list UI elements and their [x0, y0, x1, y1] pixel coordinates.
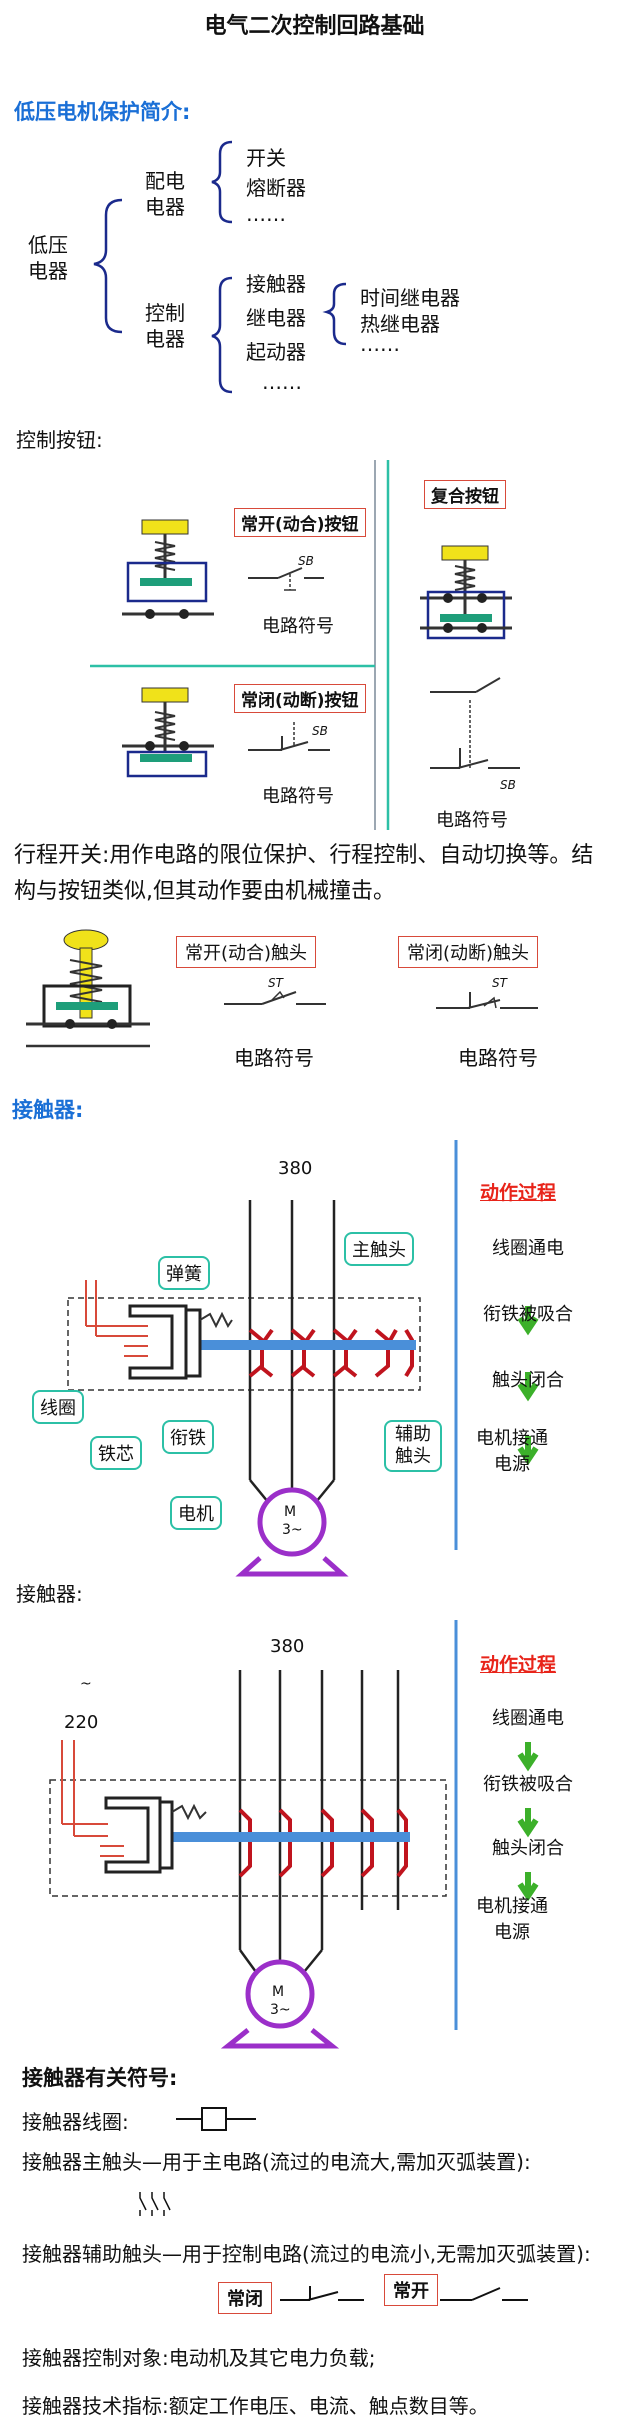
- process-title-1: 动作过程: [480, 1182, 557, 1204]
- motor-m-1: M: [284, 1504, 297, 1520]
- sb-label-no: SB: [298, 554, 314, 568]
- limit-no-label: 常开(动合)触头: [176, 936, 317, 968]
- callout-main-contact: 主触头: [344, 1232, 414, 1266]
- control-object-text: 接触器控制对象:电动机及其它电力负载;: [22, 2346, 376, 2370]
- limit-nc-caption: 电路符号: [458, 1046, 538, 1070]
- process-step-2-2: 衔铁被吸合: [483, 1774, 573, 1795]
- tree-item-switch: 开关: [246, 146, 286, 170]
- symbols-heading: 接触器有关符号:: [22, 2066, 178, 2090]
- specs-text: 接触器技术指标:额定工作电压、电流、触点数目等。: [22, 2394, 489, 2418]
- coil-symbol-text: 接触器线圈:: [22, 2110, 129, 2134]
- combo-symbol-caption: 电路符号: [436, 810, 508, 831]
- process-step-1-1: 线圈通电: [492, 1238, 564, 1259]
- tree-item-more: ……: [246, 202, 286, 226]
- callout-aux-contact: 辅助触头: [384, 1420, 442, 1472]
- motor-phase-2: 3~: [270, 2002, 291, 2018]
- st-label-nc: ST: [492, 976, 507, 990]
- coil-symbol: [176, 2107, 256, 2131]
- tree-item-time-relay: 时间继电器: [360, 286, 460, 310]
- tree-item-thermal-relay: 热继电器: [360, 312, 440, 336]
- no-symbol-caption: 电路符号: [262, 616, 334, 637]
- buttons-heading: 控制按钮:: [16, 428, 103, 452]
- nc-button-label: 常闭(动断)按钮: [234, 684, 366, 713]
- contactor-heading-2: 接触器:: [16, 1582, 83, 1606]
- process-step-1-3: 触头闭合: [492, 1370, 564, 1391]
- no-button-label: 常开(动合)按钮: [234, 508, 366, 537]
- tree-braces: [93, 140, 347, 394]
- main-contact-text: 接触器主触头—用于主电路(流过的电流大,需加灭弧装置):: [22, 2150, 531, 2174]
- sb-label-nc: SB: [312, 724, 328, 738]
- coil-voltage-220: 220: [64, 1712, 99, 1733]
- process-step-2-3: 触头闭合: [492, 1838, 564, 1859]
- combo-button-label: 复合按钮: [424, 480, 506, 509]
- aux-contact-text: 接触器辅助触头—用于控制电路(流过的电流小,无需加灭弧装置):: [22, 2242, 591, 2266]
- main-contact-symbol: [139, 2192, 171, 2216]
- nc-aux-symbol: [280, 2286, 364, 2301]
- tree-branch-distribution: 配电电器: [145, 169, 185, 219]
- contactor-heading: 接触器:: [12, 1098, 84, 1122]
- buttons-diagram: [90, 460, 520, 830]
- tree-item-starter: 起动器: [246, 340, 306, 364]
- tree-item-contactor: 接触器: [246, 272, 306, 296]
- callout-spring: 弹簧: [158, 1256, 210, 1290]
- nc-symbol-caption: 电路符号: [262, 786, 334, 807]
- tree-item-more3: ……: [360, 332, 400, 356]
- coil-tilde-2: ~: [80, 1676, 92, 1692]
- callout-motor: 电机: [170, 1496, 222, 1530]
- page-title: 电气二次控制回路基础: [204, 14, 425, 39]
- callout-core: 铁芯: [90, 1436, 142, 1470]
- tree-root: 低压电器: [28, 233, 68, 283]
- motor-phase-1: 3~: [282, 1522, 303, 1538]
- limit-switch-description: 行程开关:用作电路的限位保护、行程控制、自动切换等。结构与按钮类似,但其动作要由…: [14, 843, 594, 904]
- voltage-380-1: 380: [278, 1158, 313, 1179]
- tree-item-fuse: 熔断器: [246, 176, 306, 200]
- process-step-2-1: 线圈通电: [492, 1708, 564, 1729]
- tree-branch-control: 控制电器: [145, 301, 185, 351]
- no-aux-symbol: [440, 2287, 528, 2301]
- callout-armature: 衔铁: [162, 1420, 214, 1454]
- tree-item-more2: ……: [262, 370, 302, 394]
- voltage-380-2: 380: [270, 1636, 305, 1657]
- limit-switch-diagram: [26, 929, 538, 1048]
- limit-nc-label: 常闭(动断)触头: [398, 936, 539, 968]
- process-title-2: 动作过程: [480, 1654, 557, 1676]
- tree-item-relay: 继电器: [246, 306, 306, 330]
- sb-label-combo: SB: [500, 778, 516, 792]
- st-label-no: ST: [268, 976, 283, 990]
- process-step-2-4: 电机接通电源: [476, 1896, 548, 1943]
- nc-tag: 常闭: [218, 2282, 272, 2314]
- contactor-diagram-1: [67, 1140, 539, 1577]
- process-step-1-4: 电机接通电源: [476, 1428, 548, 1475]
- contactor-diagram-2: [49, 1620, 539, 2049]
- motor-m-2: M: [272, 1984, 285, 2000]
- callout-coil: 线圈: [32, 1390, 84, 1424]
- limit-no-caption: 电路符号: [234, 1046, 314, 1070]
- no-tag: 常开: [384, 2274, 438, 2306]
- section-heading-protection: 低压电机保护简介:: [14, 100, 191, 124]
- process-step-1-2: 衔铁被吸合: [483, 1304, 573, 1325]
